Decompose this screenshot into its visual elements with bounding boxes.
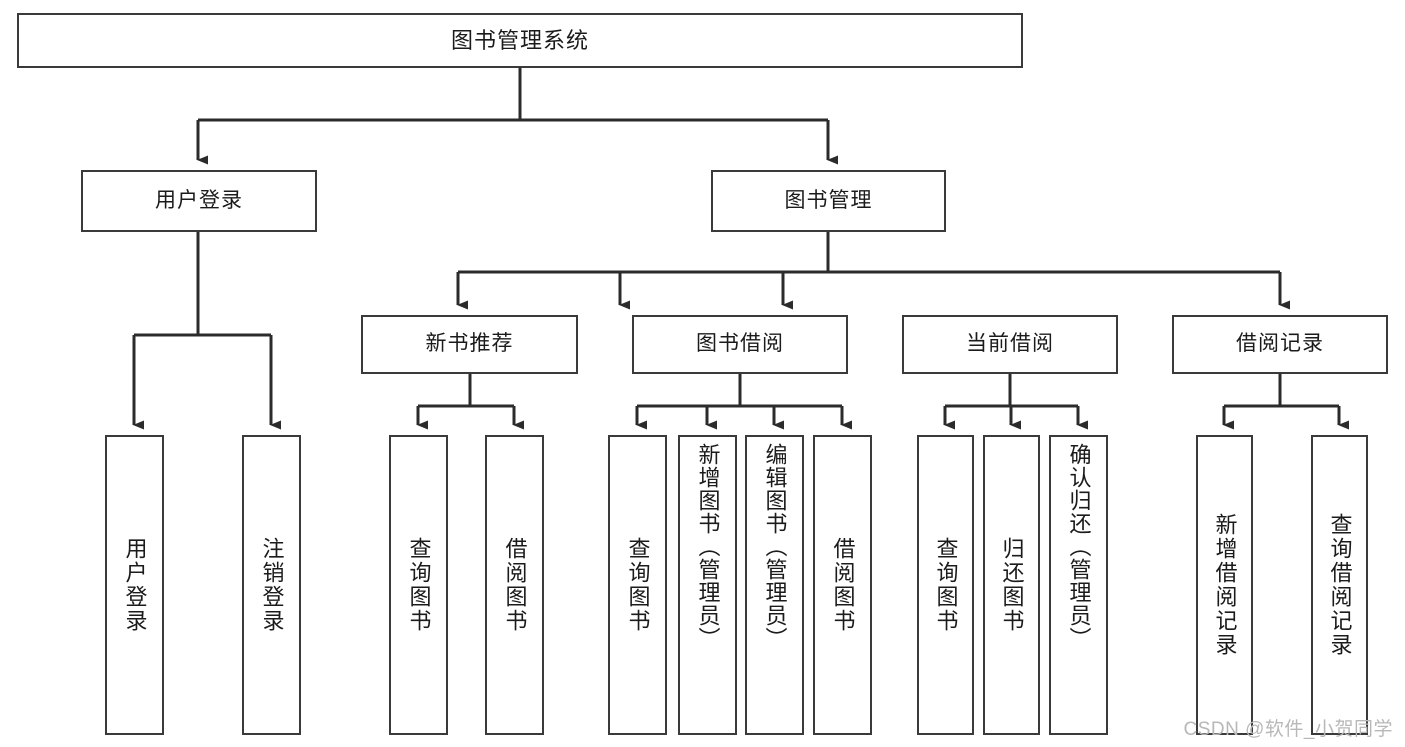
leaf-current-borrow-confirm-return-admin[interactable]: 确认归还（管理员） bbox=[1049, 435, 1108, 735]
leaf-label: 新增借阅记录 bbox=[1212, 513, 1238, 657]
leaf-book-borrow-add-book-admin[interactable]: 新增图书（管理员） bbox=[678, 435, 737, 735]
leaf-new-book-query-book[interactable]: 查询图书 bbox=[389, 435, 448, 735]
leaf-label: 查询图书 bbox=[625, 537, 651, 633]
leaf-borrow-record-add-record[interactable]: 新增借阅记录 bbox=[1196, 435, 1253, 735]
leaf-label: 归还图书 bbox=[999, 537, 1025, 633]
node-book-borrow[interactable]: 图书借阅 bbox=[632, 315, 848, 374]
leaf-label: 编辑图书（管理员） bbox=[762, 443, 788, 650]
leaf-label: 用户登录 bbox=[122, 537, 148, 633]
node-label: 借阅记录 bbox=[1236, 332, 1324, 356]
leaf-label: 借阅图书 bbox=[830, 537, 856, 633]
leaf-label: 借阅图书 bbox=[502, 537, 528, 633]
node-book-management[interactable]: 图书管理 bbox=[711, 170, 946, 232]
node-user-login[interactable]: 用户登录 bbox=[81, 170, 317, 232]
node-borrow-record[interactable]: 借阅记录 bbox=[1172, 315, 1388, 374]
leaf-borrow-record-query-record[interactable]: 查询借阅记录 bbox=[1311, 435, 1368, 735]
leaf-label: 查询图书 bbox=[933, 537, 959, 633]
node-current-borrow[interactable]: 当前借阅 bbox=[902, 315, 1118, 374]
leaf-label: 查询图书 bbox=[406, 537, 432, 633]
node-label: 新书推荐 bbox=[425, 332, 514, 356]
leaf-book-borrow-borrow-book[interactable]: 借阅图书 bbox=[813, 435, 872, 735]
leaf-book-borrow-edit-book-admin[interactable]: 编辑图书（管理员） bbox=[745, 435, 804, 735]
node-label: 图书管理 bbox=[784, 188, 873, 212]
node-label: 图书管理系统 bbox=[450, 27, 589, 53]
leaf-label: 确认归还（管理员） bbox=[1066, 443, 1092, 650]
node-root-book-management-system[interactable]: 图书管理系统 bbox=[17, 13, 1023, 68]
leaf-new-book-borrow-book[interactable]: 借阅图书 bbox=[485, 435, 544, 735]
node-label: 用户登录 bbox=[155, 188, 243, 212]
leaf-book-borrow-query-book[interactable]: 查询图书 bbox=[608, 435, 667, 735]
leaf-user-login-login[interactable]: 用户登录 bbox=[105, 435, 164, 735]
leaf-user-login-logout[interactable]: 注销登录 bbox=[242, 435, 301, 735]
node-label: 图书借阅 bbox=[696, 332, 784, 356]
leaf-current-borrow-query-book[interactable]: 查询图书 bbox=[917, 435, 974, 735]
leaf-label: 注销登录 bbox=[259, 537, 285, 633]
leaf-label: 新增图书（管理员） bbox=[695, 443, 721, 650]
leaf-label: 查询借阅记录 bbox=[1327, 513, 1353, 657]
node-new-book-recommend[interactable]: 新书推荐 bbox=[361, 315, 578, 374]
leaf-current-borrow-return-book[interactable]: 归还图书 bbox=[983, 435, 1040, 735]
node-label: 当前借阅 bbox=[966, 332, 1054, 356]
